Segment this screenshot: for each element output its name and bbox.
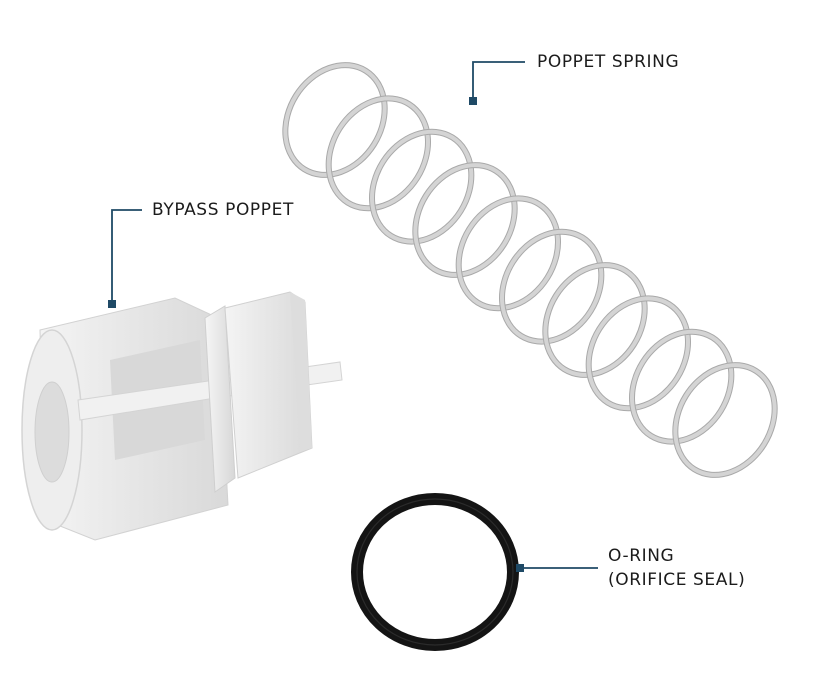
poppet-spring-icon — [265, 46, 794, 493]
label-bypass-poppet: BYPASS POPPET — [152, 198, 294, 222]
leader-line-poppet-spring — [469, 62, 525, 105]
bypass-poppet-icon — [22, 292, 342, 540]
o-ring-icon — [357, 499, 513, 645]
label-orifice-seal: (ORIFICE SEAL) — [608, 568, 745, 592]
leader-line-bypass-poppet — [108, 210, 142, 308]
label-o-ring: O-RING — [608, 544, 674, 568]
leader-line-o-ring — [516, 564, 598, 572]
label-poppet-spring: POPPET SPRING — [537, 50, 679, 74]
